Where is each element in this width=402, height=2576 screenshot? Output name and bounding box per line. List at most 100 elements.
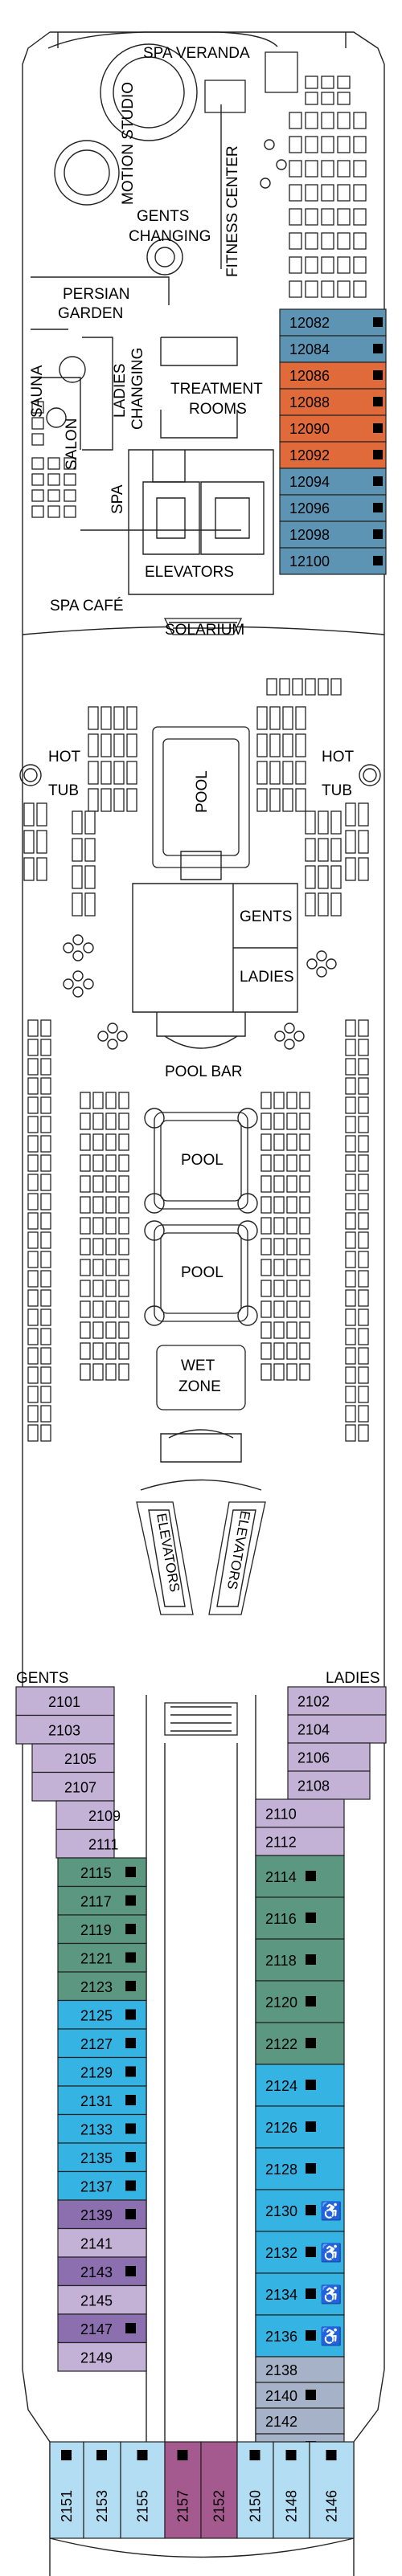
cabin-number: 2117 <box>80 1894 112 1910</box>
cabin-2114[interactable] <box>255 1855 345 1898</box>
cabin-12094[interactable] <box>279 467 387 496</box>
cabin-2152[interactable] <box>200 2441 238 2539</box>
cabin-number: 2139 <box>80 2207 113 2223</box>
sun-lounger <box>88 706 99 730</box>
sun-lounger <box>27 1154 39 1172</box>
sun-lounger <box>269 706 281 730</box>
sun-lounger <box>80 1175 91 1193</box>
cabin-number: 2135 <box>80 2150 113 2166</box>
cabin-12082[interactable] <box>279 308 387 337</box>
cabin-12084[interactable] <box>279 335 387 363</box>
sun-lounger <box>358 1405 369 1423</box>
balcony-square-icon <box>373 450 383 459</box>
cabin-12090[interactable] <box>279 414 387 443</box>
cabin-12098[interactable] <box>279 521 387 549</box>
sun-lounger <box>27 1386 39 1403</box>
sun-lounger <box>260 1300 272 1318</box>
sun-lounger <box>105 1112 117 1130</box>
cabin-2116[interactable] <box>255 1896 345 1940</box>
balcony-square-icon <box>306 2163 316 2174</box>
cabin-2128[interactable] <box>255 2147 345 2190</box>
balcony-square-icon <box>373 397 383 406</box>
sun-lounger <box>273 1092 285 1109</box>
cabin-number: 12096 <box>289 500 330 516</box>
balcony-square-icon <box>125 2095 136 2105</box>
sun-lounger <box>92 1092 104 1109</box>
cabin-number: 12088 <box>289 394 330 410</box>
cabin-number: 2137 <box>80 2179 113 2195</box>
balcony-square-icon <box>373 370 383 380</box>
cabin-12088[interactable] <box>279 388 387 416</box>
cabin-2130[interactable] <box>255 2189 345 2232</box>
cabin-2118[interactable] <box>255 1938 345 1982</box>
label-motion-studio: MOTION STUDIO <box>120 82 137 205</box>
cabin-2103[interactable] <box>15 1714 115 1745</box>
cabin-2122[interactable] <box>255 2022 345 2065</box>
cabin-number: 2138 <box>265 2362 297 2378</box>
label-treatment-rooms-1: TREATMENT <box>170 381 263 398</box>
balcony-square-icon <box>137 2450 148 2460</box>
sun-lounger <box>358 1386 369 1403</box>
cabin-12092[interactable] <box>279 441 387 469</box>
cabin-2111[interactable] <box>55 1828 115 1859</box>
sun-lounger <box>260 1133 272 1151</box>
balcony-square-icon <box>373 476 383 486</box>
sun-lounger <box>80 1112 91 1130</box>
sun-lounger <box>27 1174 39 1191</box>
cabin-number: 2102 <box>297 1694 330 1710</box>
cabin-2102[interactable] <box>287 1686 387 1716</box>
cabin-2134[interactable] <box>255 2272 345 2316</box>
sun-lounger <box>118 1280 129 1297</box>
sun-lounger <box>358 1231 369 1249</box>
cabin-2110[interactable] <box>255 1798 345 1828</box>
sun-lounger <box>318 678 329 696</box>
sun-lounger <box>40 1231 51 1249</box>
label-ladies-changing-1: LADIES <box>112 363 129 418</box>
sun-lounger <box>299 1259 310 1276</box>
cabin-2136[interactable] <box>255 2314 345 2358</box>
cabin-2138[interactable] <box>255 2356 345 2383</box>
cabin-2107[interactable] <box>31 1771 115 1802</box>
sun-lounger <box>27 1308 39 1326</box>
sun-lounger <box>273 1342 285 1360</box>
cabin-number: 2129 <box>80 2065 113 2081</box>
cabin-number: 12098 <box>289 527 330 543</box>
sun-lounger <box>260 1280 272 1297</box>
cabin-12100[interactable] <box>279 547 387 575</box>
sun-lounger <box>80 1280 91 1297</box>
cabin-number: 2123 <box>80 1979 113 1995</box>
cabin-2146[interactable] <box>309 2441 355 2539</box>
sun-lounger <box>286 1363 297 1381</box>
cabin-2104[interactable] <box>287 1714 387 1744</box>
sun-lounger <box>299 1092 310 1109</box>
spa-area <box>31 31 367 595</box>
sun-lounger <box>260 1238 272 1255</box>
sun-lounger <box>286 1342 297 1360</box>
cabin-2109[interactable] <box>55 1800 115 1831</box>
sun-lounger <box>260 1175 272 1193</box>
cabin-2142[interactable] <box>255 2407 345 2435</box>
sun-lounger <box>358 1019 369 1037</box>
sun-lounger <box>345 1019 356 1037</box>
sun-lounger <box>105 1133 117 1151</box>
cabin-2145[interactable] <box>57 2284 147 2315</box>
sun-lounger <box>345 802 356 827</box>
sun-lounger <box>358 1328 369 1345</box>
cabin-2120[interactable] <box>255 1980 345 2023</box>
cabin-number: 2146 <box>324 2490 340 2522</box>
cabin-2112[interactable] <box>255 1827 345 1856</box>
sun-lounger <box>40 1424 51 1442</box>
cabin-2149[interactable] <box>57 2341 147 2372</box>
cabin-number: 2130 <box>265 2203 297 2219</box>
cabin-number: 12084 <box>289 341 330 357</box>
sun-lounger <box>286 1280 297 1297</box>
cabin-2140[interactable] <box>255 2382 345 2409</box>
sun-lounger <box>345 1154 356 1172</box>
sun-lounger <box>27 1096 39 1114</box>
sun-lounger <box>305 810 316 835</box>
cabin-2124[interactable] <box>255 2064 345 2107</box>
cabin-2108[interactable] <box>287 1770 371 1800</box>
cabin-2132[interactable] <box>255 2231 345 2274</box>
cabin-2105[interactable] <box>31 1743 115 1774</box>
sun-lounger <box>345 1347 356 1365</box>
